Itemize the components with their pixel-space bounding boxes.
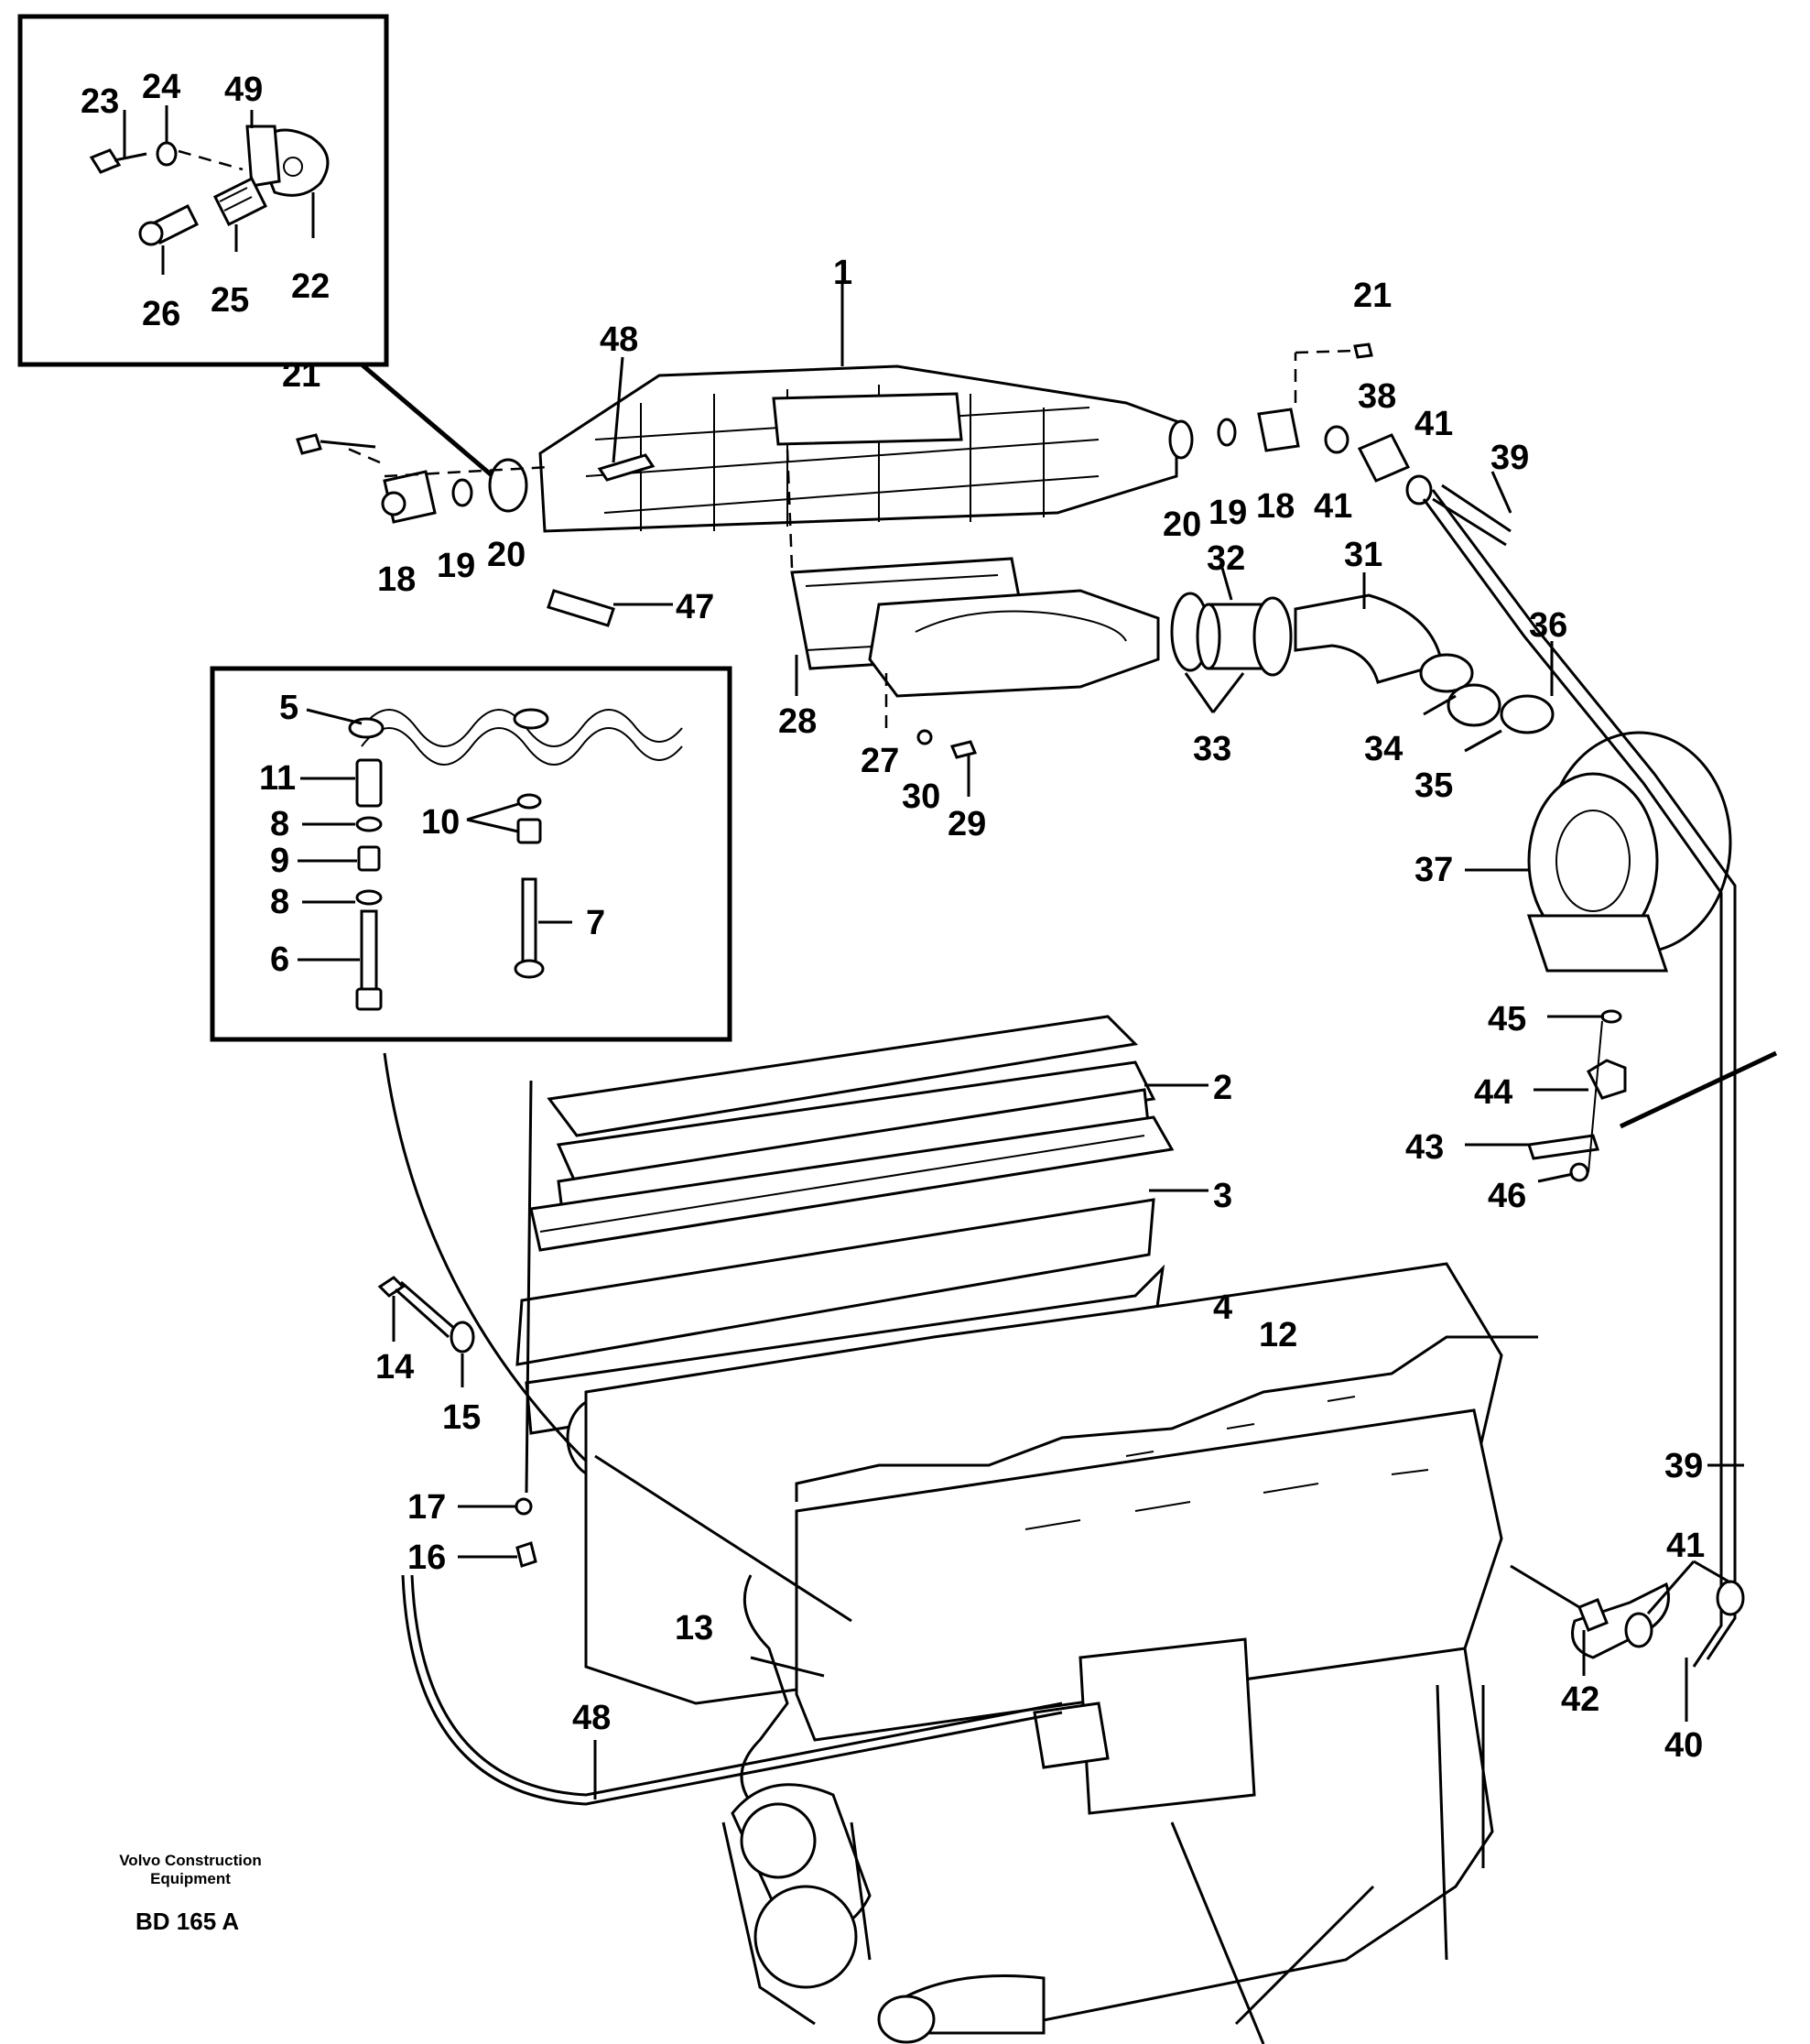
intake-manifold <box>296 284 1512 627</box>
callout-35: 35 <box>1414 766 1453 805</box>
callout-2: 2 <box>1213 1069 1232 1107</box>
callout-19b: 19 <box>1208 494 1247 532</box>
callout-11: 11 <box>259 759 296 798</box>
callout-21a: 21 <box>282 356 320 395</box>
callout-32: 32 <box>1207 539 1245 578</box>
callout-23: 23 <box>81 82 119 121</box>
callout-48b: 48 <box>572 1699 611 1737</box>
callout-8a: 8 <box>270 805 289 843</box>
callout-41a: 41 <box>1414 405 1453 443</box>
footer: Volvo Construction Equipment BD 165 A <box>119 1852 262 1935</box>
callout-8b: 8 <box>270 883 289 921</box>
callout-49: 49 <box>224 71 263 109</box>
callout-46: 46 <box>1488 1177 1526 1215</box>
callout-4: 4 <box>1213 1288 1232 1327</box>
callout-48a: 48 <box>600 321 638 359</box>
callout-36: 36 <box>1529 606 1567 645</box>
detail-inset-heater <box>210 666 732 1042</box>
callout-24: 24 <box>142 68 180 106</box>
callout-25: 25 <box>211 281 249 320</box>
callout-10: 10 <box>421 803 460 842</box>
callout-7: 7 <box>586 904 605 942</box>
callout-29: 29 <box>948 805 986 843</box>
callout-41b: 41 <box>1314 487 1352 526</box>
callout-15: 15 <box>442 1398 481 1437</box>
callout-17: 17 <box>407 1488 446 1527</box>
callout-37: 37 <box>1414 851 1453 889</box>
callout-labels: 1 2 3 4 5 6 7 8 8 9 10 11 12 13 14 15 16… <box>81 68 1705 1765</box>
callout-14: 14 <box>375 1348 414 1386</box>
return-pipe <box>1422 471 1745 1722</box>
callout-1: 1 <box>833 254 852 292</box>
callout-16: 16 <box>407 1538 446 1577</box>
callout-9: 9 <box>270 842 289 880</box>
brand-line-1: Volvo Construction <box>119 1852 262 1869</box>
callout-18b: 18 <box>1256 487 1295 526</box>
bracket-group <box>1465 1009 1778 1183</box>
callout-33: 33 <box>1193 730 1231 768</box>
callout-18a: 18 <box>377 560 416 599</box>
callout-20a: 20 <box>487 536 526 574</box>
drawing-code: BD 165 A <box>135 1908 239 1935</box>
callout-13: 13 <box>675 1609 713 1647</box>
engine-block <box>383 1052 1538 2044</box>
callout-26: 26 <box>142 295 180 333</box>
callout-34: 34 <box>1364 730 1403 768</box>
callout-39a: 39 <box>1490 439 1529 477</box>
callout-38: 38 <box>1358 377 1396 416</box>
callout-3: 3 <box>1213 1177 1232 1215</box>
detail-inset-sensor <box>17 14 505 487</box>
callout-40: 40 <box>1664 1726 1703 1765</box>
callout-41c: 41 <box>1666 1527 1705 1565</box>
callout-5: 5 <box>279 689 298 727</box>
callout-12: 12 <box>1259 1316 1297 1354</box>
callout-47: 47 <box>676 588 714 626</box>
turbocharger <box>1465 731 1732 973</box>
callout-6: 6 <box>270 940 289 979</box>
callout-30: 30 <box>902 777 940 816</box>
callout-43: 43 <box>1405 1128 1444 1167</box>
callout-19a: 19 <box>437 547 475 585</box>
callout-44: 44 <box>1474 1073 1512 1112</box>
callout-22: 22 <box>291 267 330 306</box>
callout-21b: 21 <box>1353 277 1392 315</box>
callout-28: 28 <box>778 702 817 741</box>
callout-45: 45 <box>1488 1000 1526 1038</box>
callout-31: 31 <box>1344 536 1382 574</box>
callout-20b: 20 <box>1163 506 1201 544</box>
callout-42: 42 <box>1561 1680 1599 1719</box>
callout-39b: 39 <box>1664 1447 1703 1485</box>
brand-line-2: Equipment <box>150 1870 231 1887</box>
callout-27: 27 <box>861 742 899 780</box>
